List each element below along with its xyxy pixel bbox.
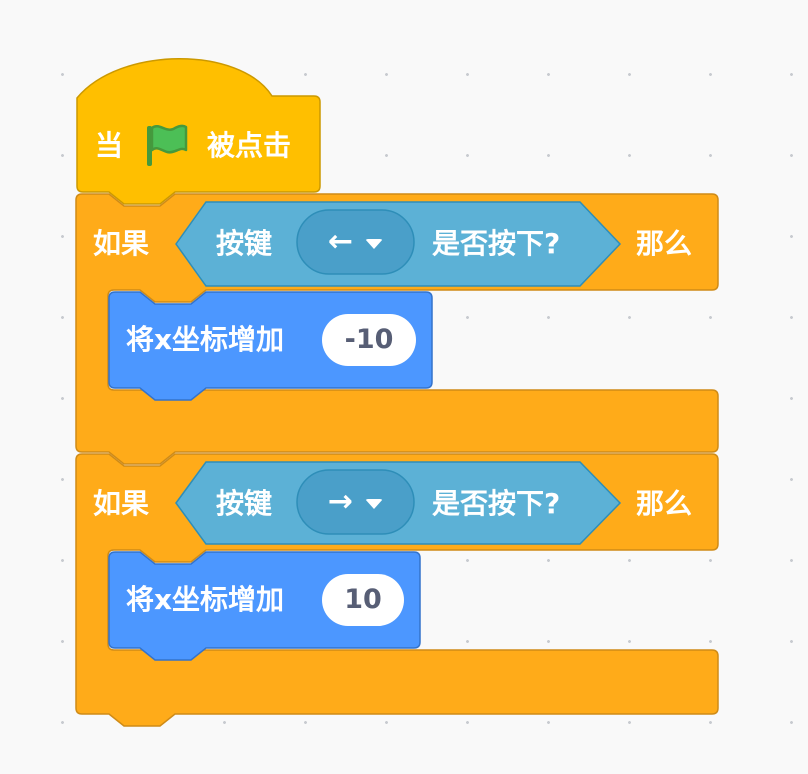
key-dropdown-1[interactable]: ← (297, 210, 414, 274)
chevron-down-icon (365, 499, 384, 509)
pressed-question-label: 是否按下? (432, 487, 561, 520)
then-label: 那么 (636, 227, 693, 260)
pressed-question-label: 是否按下? (432, 227, 561, 260)
key-dropdown-2-shape (296, 469, 415, 535)
change-x-value: -10 (344, 324, 394, 355)
key-value: ← (327, 224, 354, 259)
key-dropdown-1-shape (296, 209, 415, 275)
key-value: → (327, 484, 354, 519)
change-x-label: 将x坐标增加 (126, 583, 285, 616)
then-label: 那么 (636, 487, 693, 520)
chevron-down-icon (365, 239, 384, 249)
change-x-label: 将x坐标增加 (126, 323, 285, 356)
hat-prefix-label: 当 (95, 129, 124, 162)
change-x-value-input-2[interactable]: 10 (322, 574, 404, 626)
key-label: 按键 (216, 487, 273, 520)
change-x-value: 10 (344, 584, 382, 615)
green-flag-icon (147, 124, 188, 166)
key-dropdown-2[interactable]: → (297, 470, 414, 534)
if-label: 如果 (93, 227, 150, 260)
hat-suffix-label: 被点击 (207, 129, 292, 162)
hat-block-shape[interactable] (76, 58, 321, 205)
if-label: 如果 (93, 487, 150, 520)
change-x-value-input-1[interactable]: -10 (322, 314, 416, 366)
key-label: 按键 (216, 227, 273, 260)
